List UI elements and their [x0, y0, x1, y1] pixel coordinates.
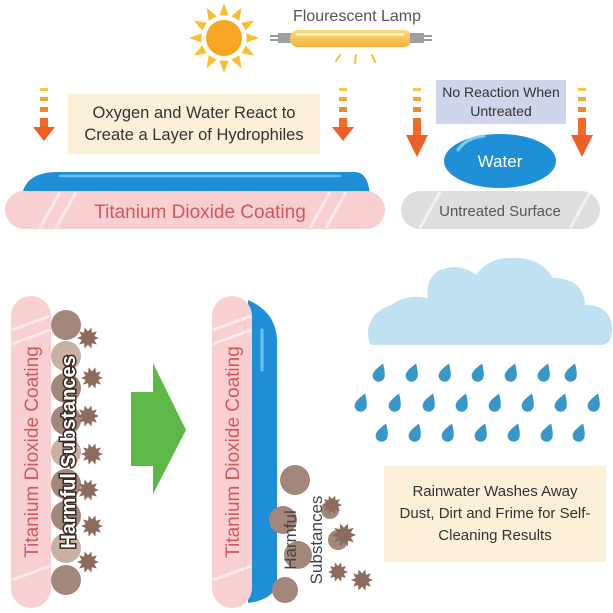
raindrop: [474, 423, 487, 442]
harmful-substances-washed: [269, 465, 373, 603]
light-arrow-left-1: [33, 88, 55, 141]
coating-label-middle: Titanium Dioxide Coating: [223, 346, 244, 558]
raindrop: [422, 393, 435, 412]
sun-icon: [189, 3, 259, 73]
hydrophile-caption-text: Oxygen and Water React to Create a Layer…: [84, 104, 304, 144]
sun-ray: [189, 33, 202, 43]
raindrop: [405, 363, 418, 382]
germ-particle: [81, 367, 103, 389]
germ-particle: [332, 523, 356, 547]
self-cleaning-caption-text: Rainwater Washes Away Dust, Dirt and Fri…: [399, 483, 591, 544]
raindrop: [540, 423, 553, 442]
rain-cloud-icon: [368, 257, 612, 345]
coating-label-top: Titanium Dioxide Coating: [94, 202, 306, 223]
dust-particle: [269, 506, 297, 534]
sun-ray: [219, 3, 229, 16]
dust-particle: [51, 405, 81, 435]
sun-core: [206, 20, 242, 56]
raindrop: [372, 363, 385, 382]
germ-particle: [81, 443, 103, 465]
raindrop: [564, 363, 577, 382]
germ-particle: [322, 495, 342, 515]
untreated-surface-label: Untreated Surface: [439, 203, 561, 220]
water-film-vertical: [248, 300, 277, 603]
no-reaction-caption-text: No Reaction When Untreated: [442, 84, 560, 119]
raindrop: [554, 393, 567, 412]
germ-particle: [328, 562, 348, 582]
raindrop: [537, 363, 550, 382]
raindrop: [455, 393, 468, 412]
titanium-dioxide-coating-top: Titanium Dioxide Coating: [5, 191, 385, 229]
raindrop: [438, 363, 451, 382]
raindrop: [507, 423, 520, 442]
sun-ray: [231, 7, 242, 21]
hydrophilic-water-layer: [22, 172, 370, 195]
water-droplet: Water: [444, 134, 556, 188]
light-arrow-right-1: [406, 88, 428, 157]
coating-label-left: Titanium Dioxide Coating: [22, 346, 43, 558]
germ-particle: [77, 479, 99, 501]
germ-particle: [77, 327, 99, 349]
fluorescent-lamp-icon: [270, 30, 432, 64]
titanium-dioxide-coating-left: Titanium Dioxide Coating: [11, 296, 51, 608]
sun-ray: [219, 60, 229, 73]
dust-particle: [51, 565, 81, 595]
light-arrow-left-2: [332, 88, 354, 141]
sun-ray: [231, 55, 242, 69]
raindrop: [354, 393, 367, 412]
raindrop: [388, 393, 401, 412]
dust-particle: [51, 437, 81, 467]
self-cleaning-caption: Rainwater Washes Away Dust, Dirt and Fri…: [384, 466, 606, 562]
sun-ray: [193, 20, 207, 31]
sun-ray: [206, 55, 217, 69]
raindrop: [587, 393, 600, 412]
lamp-label: Flourescent Lamp: [293, 8, 421, 25]
dust-particle: [284, 541, 312, 569]
dust-particle: [51, 310, 81, 340]
dust-particle: [51, 341, 81, 371]
raindrops: [354, 363, 600, 442]
hydrophile-caption: Oxygen and Water React to Create a Layer…: [68, 94, 320, 154]
dust-particle: [51, 501, 81, 531]
raindrop: [521, 393, 534, 412]
raindrop: [441, 423, 454, 442]
raindrop: [572, 423, 585, 442]
harmful-substances-stack: [51, 310, 103, 595]
sun-ray: [193, 45, 207, 56]
no-reaction-caption: No Reaction When Untreated: [436, 80, 566, 124]
dust-particle: [280, 465, 310, 495]
germ-particle: [77, 551, 99, 573]
harmful-substances-label-middle-2: Substances: [307, 496, 326, 585]
harmful-substances-label-middle-1: Harmful: [281, 510, 300, 570]
process-arrow-icon: [131, 363, 186, 494]
sun-ray: [206, 7, 217, 21]
germ-particle: [351, 569, 373, 591]
raindrop: [471, 363, 484, 382]
raindrop: [408, 423, 421, 442]
raindrop: [504, 363, 517, 382]
sun-ray: [246, 33, 259, 43]
water-label: Water: [478, 152, 523, 171]
dust-particle: [51, 469, 81, 499]
titanium-dioxide-coating-middle: Titanium Dioxide Coating: [212, 296, 252, 608]
dust-particle: [51, 533, 81, 563]
raindrop: [375, 423, 388, 442]
dust-particle: [51, 373, 81, 403]
dust-particle: [272, 577, 298, 603]
sun-ray: [241, 45, 255, 56]
untreated-surface: Untreated Surface: [401, 191, 600, 229]
germ-particle: [81, 515, 103, 537]
germ-particle: [77, 405, 99, 427]
harmful-substances-label-left: Harmful Substances: [58, 355, 80, 548]
raindrop: [488, 393, 501, 412]
sun-ray: [241, 20, 255, 31]
light-arrow-right-2: [571, 88, 593, 157]
